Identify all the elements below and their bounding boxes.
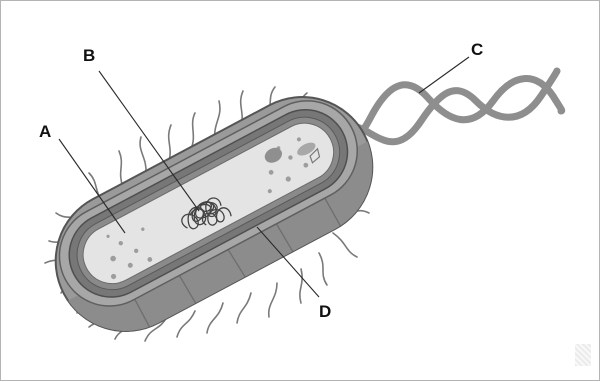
label-d: D — [319, 302, 331, 321]
label-a: A — [39, 122, 51, 141]
label-b: B — [83, 46, 95, 65]
bacterium-body — [31, 72, 401, 362]
watermark-icon — [575, 344, 591, 366]
pointer-c — [419, 57, 469, 93]
label-c: C — [471, 40, 483, 59]
